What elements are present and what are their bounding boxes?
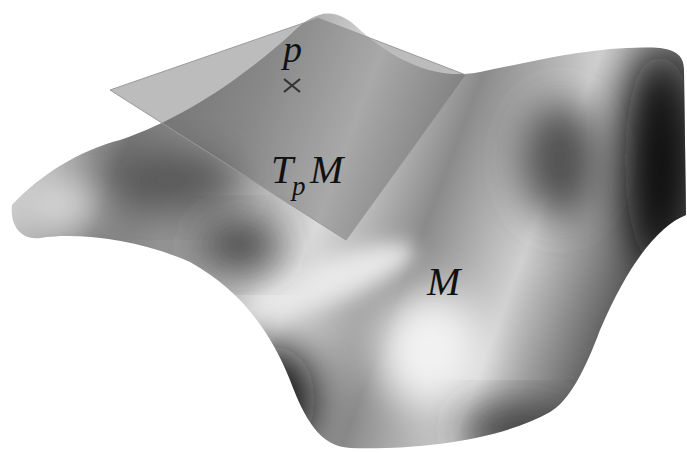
tangent-subscript: p [292,173,306,200]
tangent-space-label: T [271,150,293,190]
point-label: p [283,30,302,68]
tangent-plane [110,18,466,240]
point-mark [284,79,300,92]
tangent-space-label: M [310,150,343,190]
manifold-label: M [427,262,460,302]
